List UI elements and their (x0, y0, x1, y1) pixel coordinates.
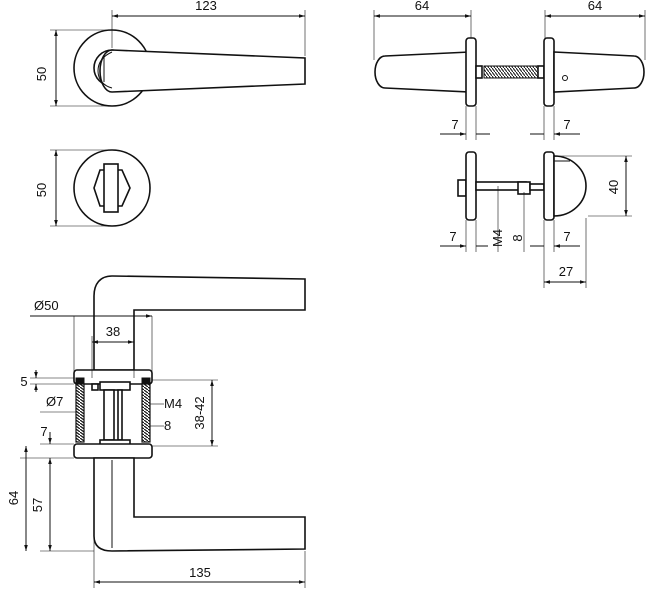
dim-label-o7: Ø7 (46, 394, 63, 409)
dim-label-8-turn: 8 (510, 234, 525, 241)
dim-label-38-42: 38-42 (192, 396, 207, 429)
right-rose-side (543, 37, 555, 107)
dim-40: 40 (556, 155, 632, 217)
dim-64-left: 64 (373, 0, 472, 60)
dim-123: 123 (111, 0, 306, 56)
dim-label-7-side-left: 7 (451, 117, 458, 132)
dim-7-front: 7 (20, 424, 74, 459)
dim-m4-turn: M4 (490, 186, 505, 252)
dim-label-64-right: 64 (588, 0, 602, 13)
screw-right (141, 383, 151, 443)
dim-label-50-bottom: 50 (34, 183, 49, 197)
dim-label-5: 5 (20, 374, 27, 389)
lever-neck-line (97, 51, 113, 89)
side-view-handles (374, 37, 645, 107)
dim-38: 38 (91, 324, 135, 378)
left-rose-side (465, 37, 477, 107)
dim-5: 5 (20, 370, 74, 392)
left-lever-side (374, 51, 471, 93)
grub-screw (562, 75, 568, 81)
dim-38-42: 38-42 (152, 379, 218, 447)
dim-64-right: 64 (544, 0, 646, 60)
dim-label-m4: M4 (164, 396, 182, 411)
dim-label-40: 40 (606, 180, 621, 194)
dim-50-bottom: 50 (34, 149, 110, 227)
dim-label-7-front: 7 (40, 424, 47, 439)
dim-label-7-turn-left: 7 (449, 229, 456, 244)
upper-collar (99, 381, 131, 391)
dim-64-front: 64 (6, 446, 28, 551)
spindle-thread (483, 65, 539, 79)
right-boss (537, 65, 545, 79)
dim-135: 135 (93, 540, 306, 588)
dim-7-side-right: 7 (530, 106, 580, 140)
side-view-turn (457, 151, 587, 221)
screw-head-left (75, 377, 85, 385)
dim-label-o50: Ø50 (34, 298, 59, 313)
upper-collar-left (91, 383, 99, 391)
dim-27: 27 (544, 218, 587, 288)
dim-label-123: 123 (195, 0, 217, 13)
dim-label-m4-turn: M4 (490, 229, 505, 247)
dim-7-turn-right: 7 (530, 220, 580, 288)
turn-release-tab (457, 179, 467, 197)
dim-label-38: 38 (106, 324, 120, 339)
right-lever-side (553, 51, 645, 93)
upper-lever (93, 275, 306, 371)
dim-label-57: 57 (30, 498, 45, 512)
screw-head-right (141, 377, 151, 385)
dim-7-turn-left: 7 (440, 220, 488, 252)
turn-pin (529, 183, 545, 191)
dim-o50: Ø50 (30, 298, 153, 378)
top-view-handle (73, 29, 306, 107)
dim-label-27: 27 (559, 264, 573, 279)
turn-left-rose (465, 151, 477, 221)
dim-label-8: 8 (164, 418, 171, 433)
lower-lever (93, 457, 306, 552)
dim-8: 8 (150, 418, 171, 433)
dim-o7: Ø7 (40, 394, 76, 413)
dim-label-50-top: 50 (34, 67, 49, 81)
screw-left (75, 383, 85, 443)
lower-rose (73, 443, 153, 459)
dim-57: 57 (30, 458, 94, 552)
turn-right-rose (543, 151, 555, 221)
spindle (103, 389, 115, 441)
dim-label-64-front: 64 (6, 491, 21, 505)
dim-8-turn: 8 (510, 192, 525, 252)
thumb-turn-rose (73, 149, 151, 227)
dim-label-135: 135 (189, 565, 211, 580)
dim-label-64-left: 64 (415, 0, 429, 13)
turn-knob (103, 163, 119, 213)
dim-m4: M4 (150, 396, 182, 411)
spindle-right (117, 389, 123, 441)
dim-label-7-side-right: 7 (563, 117, 570, 132)
front-view-assembly (73, 275, 306, 552)
dim-7-side-left: 7 (440, 106, 490, 140)
turn-knob-dome (553, 155, 587, 217)
left-boss (475, 65, 483, 79)
dim-50-top: 50 (34, 29, 110, 107)
dim-label-7-turn-right: 7 (563, 229, 570, 244)
lever (99, 49, 306, 93)
